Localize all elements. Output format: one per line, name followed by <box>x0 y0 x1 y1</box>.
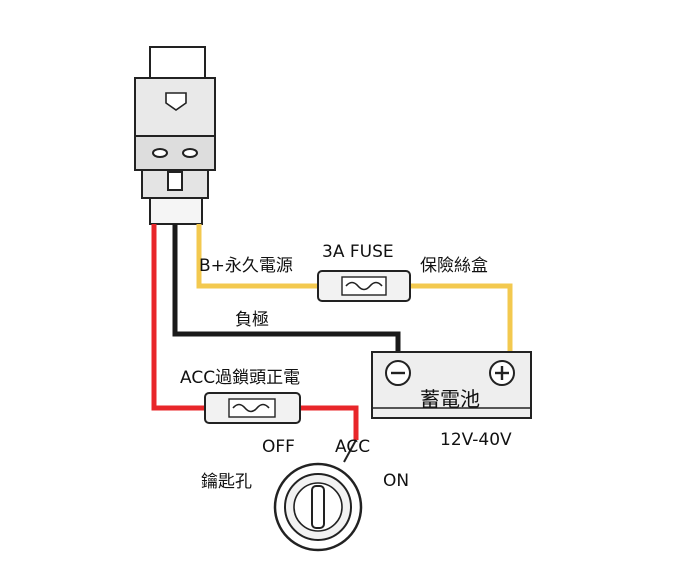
off-label: OFF <box>262 437 295 457</box>
connector-device <box>134 46 216 225</box>
fuse-acc <box>204 392 301 424</box>
battery <box>371 351 532 419</box>
on-label: ON <box>383 471 410 491</box>
permanent-power-label: B+永久電源 <box>199 256 293 276</box>
battery-negative-wire <box>172 224 401 358</box>
fuse-3a-label: 3A FUSE <box>322 242 394 262</box>
battery-label: 蓄電池 <box>420 387 480 411</box>
key-ignition-icon <box>273 439 363 552</box>
keyhole-label: 鑰匙孔 <box>201 472 252 492</box>
acc-fuse-label: ACC過鎖頭正電 <box>180 368 301 388</box>
fuse-box-label: 保險絲盒 <box>420 256 488 276</box>
fuse-3a <box>317 270 411 302</box>
voltage-label: 12V-40V <box>440 430 512 450</box>
acc-label: ACC <box>335 437 371 457</box>
negative-label: 負極 <box>235 310 269 330</box>
